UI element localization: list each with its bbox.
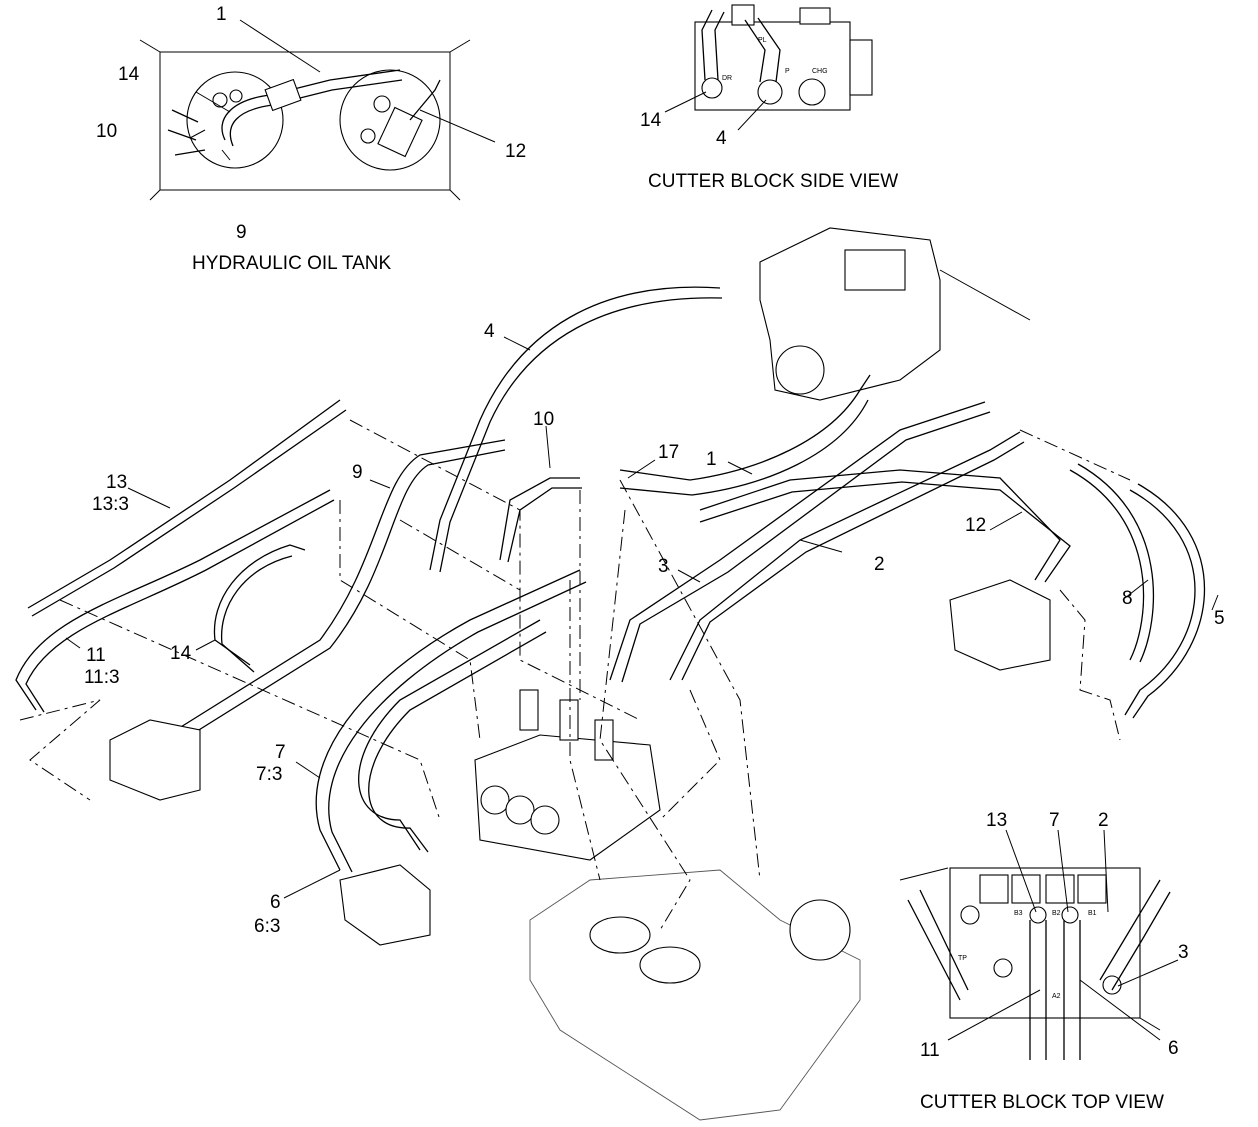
top-port-tp: TP [958,955,967,962]
main-callout-13: 13 [106,472,127,493]
side-port-p: P [785,68,790,75]
hydraulic-oil-tank-caption: HYDRAULIC OIL TANK [192,253,392,274]
main-callout-7: 7 [275,742,286,763]
main-callout-12: 12 [965,515,986,536]
tank-callout-10: 10 [96,121,117,142]
tank-callout-1: 1 [216,4,227,25]
top-callout-3: 3 [1178,942,1189,963]
tank-callout-12: 12 [505,141,526,162]
side-port-dr: DR [722,75,732,82]
main-callout-10: 10 [533,409,554,430]
main-callout-4: 4 [484,321,495,342]
top-callout-6: 6 [1168,1038,1179,1059]
top-callout-11: 11 [920,1040,940,1061]
cutter-block-side-view-inset [664,4,873,131]
tank-callout-9: 9 [236,222,247,243]
main-callout-6-3: 6:3 [254,916,280,937]
main-callout-8: 8 [1122,588,1133,609]
main-assembly [15,227,1219,1121]
top-port-b1: B1 [1088,910,1097,917]
main-callout-1: 1 [706,449,717,470]
side-port-pl: PL [758,37,767,44]
main-callout-7-3: 7:3 [256,764,282,785]
main-callout-11-3: 11:3 [84,667,120,688]
main-callout-9: 9 [352,462,363,483]
cutter-block-side-view-caption: CUTTER BLOCK SIDE VIEW [648,171,898,192]
main-callout-5: 5 [1214,608,1225,629]
top-callout-7: 7 [1049,810,1060,831]
main-callout-3: 3 [658,556,669,577]
main-callout-2: 2 [874,554,885,575]
main-callout-14: 14 [170,643,192,664]
main-callout-17: 17 [658,442,679,463]
side-port-chg: CHG [812,68,828,75]
cutter-block-top-view-caption: CUTTER BLOCK TOP VIEW [920,1092,1164,1113]
side-callout-14: 14 [640,110,662,131]
top-port-b2: B2 [1052,910,1061,917]
main-callout-6: 6 [270,892,281,913]
top-port-a2: A2 [1052,993,1061,1000]
top-port-b3: B3 [1014,910,1023,917]
tank-callout-14: 14 [118,64,140,85]
top-callout-13: 13 [986,810,1007,831]
main-callout-13-3: 13:3 [92,494,129,515]
side-callout-4: 4 [716,128,727,149]
hydraulic-oil-tank-inset [139,19,496,201]
main-callout-11: 11 [86,645,106,666]
cutter-block-top-view-inset [899,829,1179,1060]
top-callout-2: 2 [1098,810,1109,831]
